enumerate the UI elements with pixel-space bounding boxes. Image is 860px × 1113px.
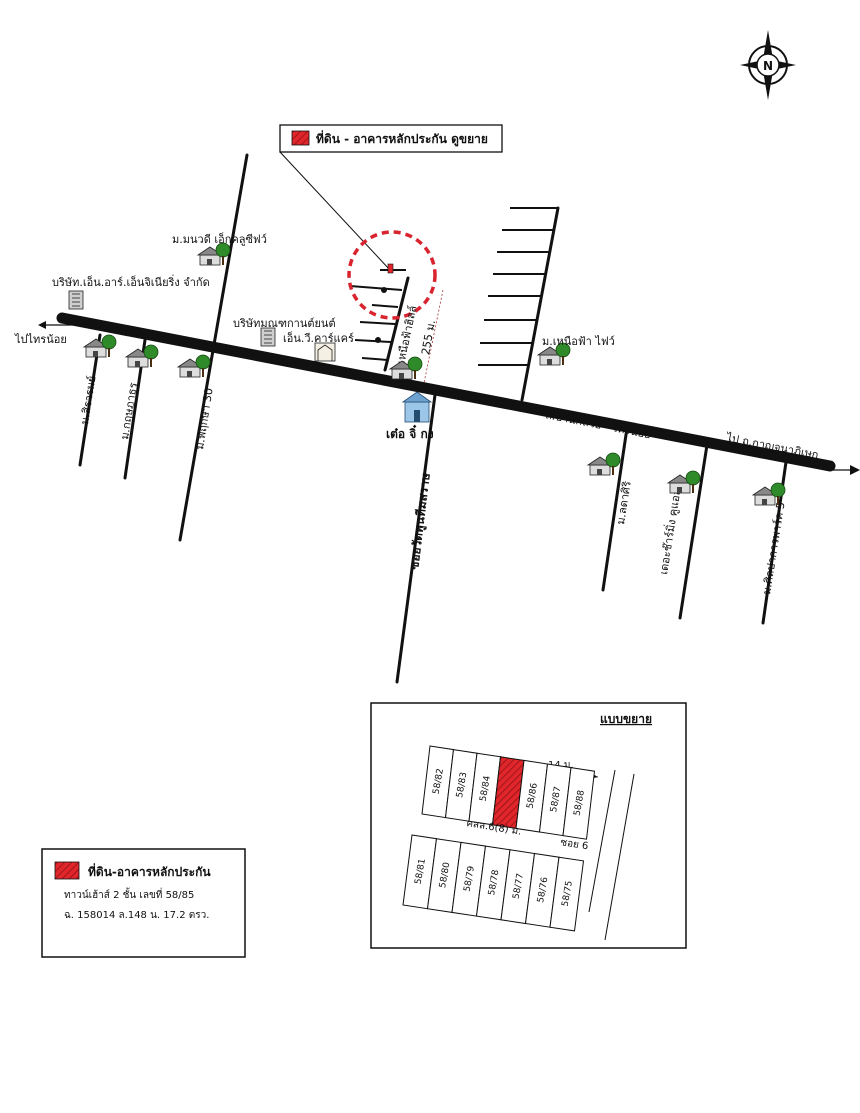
plot-label: 58/80 bbox=[438, 861, 452, 889]
left-destination-label: ไปไทรน้อย bbox=[14, 333, 67, 346]
house-icon bbox=[177, 354, 211, 378]
mokritsada-label: ม.กฤษฎาธร bbox=[118, 382, 140, 441]
house-icon bbox=[125, 344, 159, 368]
house-icon bbox=[587, 452, 621, 476]
target-marker bbox=[387, 263, 394, 274]
top-plot-row: 58/82 58/83 58/84 58/86 58/87 58/88 bbox=[421, 745, 596, 840]
callout-swatch bbox=[291, 130, 310, 146]
branch-lanes bbox=[478, 207, 558, 366]
house-icon bbox=[667, 470, 701, 494]
phruksa-label: ม.พฤกษา 30 bbox=[193, 387, 216, 451]
sinpakan-label: ม.ศิลปาการพาร์ค 5 bbox=[760, 501, 787, 595]
manawadee-label: ม.มนวดี เอ็กคลูซีฟว์ bbox=[172, 232, 267, 246]
legend-line2: ฉ. 158014 ล.148 น. 17.2 ตรว. bbox=[64, 910, 209, 921]
manit-label: บริษัทมณฑกานต์ยนต์ bbox=[233, 317, 336, 330]
plot-label: 58/88 bbox=[573, 789, 587, 817]
legend-line1: ทาวน์เฮ้าส์ 2 ชั้น เลขที่ 58/85 bbox=[64, 887, 194, 901]
hill-lanes bbox=[349, 263, 406, 361]
main-road bbox=[56, 312, 836, 472]
building-icon bbox=[260, 327, 276, 347]
left-arrow-icon bbox=[38, 321, 78, 329]
bottom-plot-row: 58/81 58/80 58/79 58/78 58/77 58/76 58/75 bbox=[402, 834, 585, 932]
toh-jikong-label: เต๋อ จิ๋ กง bbox=[386, 424, 434, 441]
legend-swatch bbox=[54, 861, 80, 880]
house-icon bbox=[197, 242, 231, 266]
temple-icon bbox=[401, 391, 433, 423]
nr-engineering-label: บริษัท.เอ็น.อาร์.เอ็นจิเนียริ่ง จำกัด bbox=[52, 274, 210, 289]
nv-cargo-label: เอ็น.วี.คาร์แคร์ bbox=[283, 331, 354, 345]
callout-text: ที่ดิน - อาคารหลักประกัน ดูขยาย bbox=[316, 130, 488, 147]
building-icon bbox=[68, 290, 84, 310]
plot-label: 58/78 bbox=[487, 869, 501, 897]
plot-cell bbox=[562, 767, 596, 840]
north-arrow-icon: N bbox=[740, 30, 796, 100]
plot-label: 58/76 bbox=[536, 876, 550, 904]
charming-label: เดอะช๊าร์มิ่ง คูแอล่ย bbox=[655, 481, 684, 576]
distance-label: 255 ม. bbox=[419, 319, 438, 356]
plot-label: 58/84 bbox=[479, 775, 493, 803]
plot-label: 58/83 bbox=[455, 771, 469, 798]
plot-label: 58/87 bbox=[549, 786, 563, 813]
north-letter: N bbox=[763, 59, 773, 73]
plot-label: 58/75 bbox=[561, 880, 575, 907]
right-arrow-icon bbox=[830, 465, 860, 475]
plot-label: 58/82 bbox=[432, 768, 446, 795]
legend-title: ที่ดิน-อาคารหลักประกัน bbox=[88, 863, 211, 879]
inset-title: แบบขยาย bbox=[600, 712, 652, 726]
plot-label: 58/79 bbox=[463, 865, 477, 893]
callout-box: ที่ดิน - อาคารหลักประกัน ดูขยาย bbox=[279, 124, 503, 271]
plot-label: 58/77 bbox=[512, 873, 526, 900]
width-label: 14 ม. bbox=[548, 760, 574, 771]
legend-box: ที่ดิน-อาคารหลักประกัน ทาวน์เฮ้าส์ 2 ชั้… bbox=[41, 848, 246, 958]
side-roads bbox=[78, 153, 788, 684]
shop-icon bbox=[314, 342, 336, 362]
main-road-label: ถ.บ้านกล้วย - ไทรน้อย bbox=[544, 408, 652, 441]
distance-dimension: 255 ม. bbox=[419, 289, 444, 384]
mothiram-label: ม.สิรารมย์ bbox=[78, 375, 99, 426]
nueafah-five-label: ม.เหนือฟ้า ไฟว์ bbox=[542, 335, 615, 348]
plot-label: 58/86 bbox=[526, 782, 540, 810]
plot-label: 58/81 bbox=[414, 858, 428, 885]
target-circle bbox=[347, 230, 437, 320]
soi-label: ซอย 6 bbox=[560, 837, 590, 852]
soi-wat-label: ซอยวัดพูนทีมสราษ bbox=[407, 472, 434, 570]
plot-cell bbox=[549, 856, 585, 932]
